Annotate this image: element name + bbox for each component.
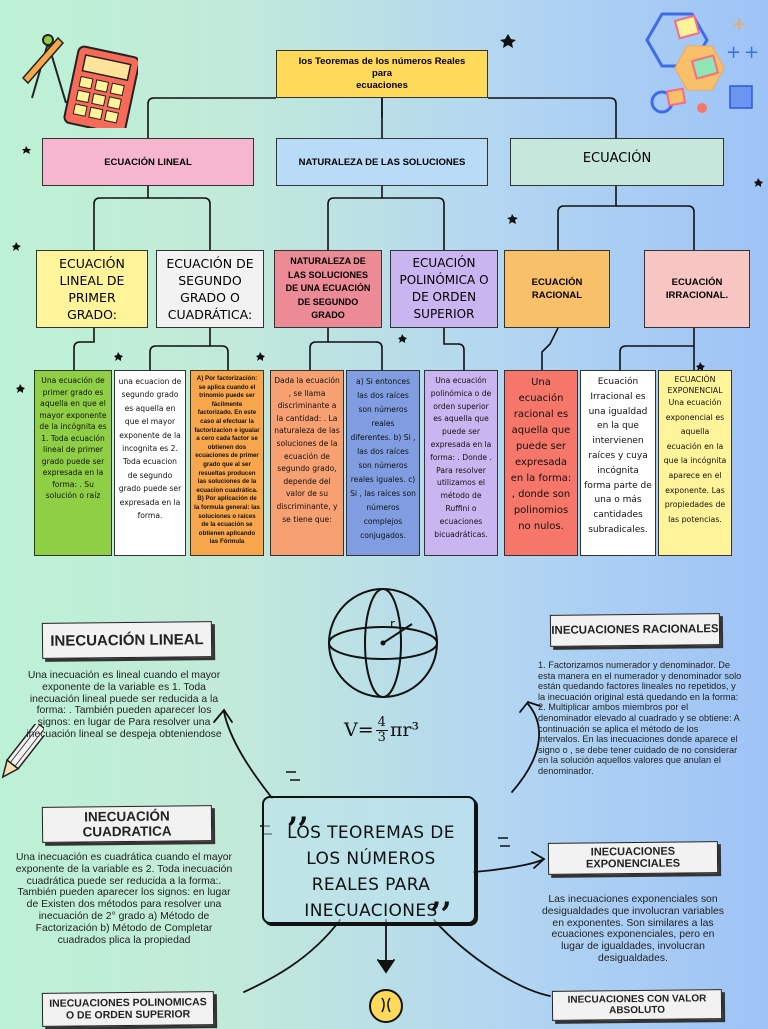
text-inecuaciones-racionales-body: 1. Factorizamos numerador y denominador.… xyxy=(538,660,742,776)
title-inecuaciones-polinomicas-label: INECUACIONES POLINOMICAS O DE ORDEN SUPE… xyxy=(49,996,207,1022)
title-inecuacion-lineal-label: INECUACIÓN LINEAL xyxy=(50,630,204,650)
node-naturaleza-soluciones: NATURALEZA DE LAS SOLUCIONES xyxy=(276,138,488,186)
node-segundo-grado-label: ECUACIÓN DE SEGUNDO GRADO O CUADRÁTICA: xyxy=(166,256,254,322)
title-inecuaciones-exponenciales: INECUACIONES EXPONENCIALES xyxy=(547,841,719,875)
leaf-irracional: Ecuación Irracional es una igualdad en l… xyxy=(580,370,656,556)
node-irracional: ECUACIÓN IRRACIONAL. xyxy=(644,250,750,328)
leaf-racional: Una ecuación racional es aquella que pue… xyxy=(504,370,578,556)
node-naturaleza-segundo-grado: NATURALEZA DE LAS SOLUCIONES DE UNA ECUA… xyxy=(274,250,382,328)
leaf-primer-grado-text: Una ecuación de primer grado es aquella … xyxy=(39,376,107,500)
title-inecuaciones-valor-absoluto: INECUACIONES CON VALOR ABSOLUTO xyxy=(551,989,723,1021)
leaf-discriminante-text: Dada la ecuación , se llama discriminant… xyxy=(274,376,340,524)
lightbulb-icon xyxy=(366,986,406,1024)
center-title-box: LOS TEOREMAS DE LOS NÚMEROS REALES PARA … xyxy=(262,794,476,924)
node-ecuacion-lineal-label: ECUACIÓN LINEAL xyxy=(104,156,192,168)
calculator-icon xyxy=(18,18,141,135)
leaf-polinomica: Una ecuación polinómica o de orden super… xyxy=(424,370,498,556)
text-inecuaciones-exponenciales: Las inecuaciones exponenciales son desig… xyxy=(540,894,726,965)
close-quote-icon: ,, xyxy=(431,879,452,914)
text-inecuacion-cuadratica: Una inecuación es cuadrática cuando el m… xyxy=(12,852,236,946)
leaf-exponencial: ECUACIÓN EXPONENCIAL Una ecuación expone… xyxy=(658,370,732,556)
formula-numerator: 4 xyxy=(375,714,388,731)
text-inecuaciones-exponenciales-body: Las inecuaciones exponenciales son desig… xyxy=(542,894,724,964)
svg-text:+: + xyxy=(732,14,747,35)
leaf-irracional-text: Ecuación Irracional es una igualdad en l… xyxy=(584,377,652,535)
volume-formula: V= 4 3 πr³ xyxy=(344,708,444,752)
leaf-factorizacion-text: A) Por factorización: se aplica cuando e… xyxy=(194,375,260,546)
pencil-icon xyxy=(0,721,49,784)
node-lineal-primer-grado: ECUACIÓN LINEAL DE PRIMER GRADO: xyxy=(36,250,148,328)
node-polinomica-label: ECUACIÓN POLINÓMICA O DE ORDEN SUPERIOR xyxy=(399,256,489,321)
svg-text:+: + xyxy=(744,42,759,63)
open-quote-icon: ,, xyxy=(288,794,309,829)
leaf-primer-grado: Una ecuación de primer grado es aquella … xyxy=(34,370,112,556)
sphere-illustration: r xyxy=(322,584,444,702)
formula-denominator: 3 xyxy=(377,729,386,745)
root-title-line-2: para xyxy=(371,68,393,79)
leaf-raices-text: a) Si entonces las dos raíces son número… xyxy=(350,377,416,540)
node-naturaleza-soluciones-label: NATURALEZA DE LAS SOLUCIONES xyxy=(298,156,466,168)
formula-left: V= xyxy=(344,719,374,741)
svg-text:+: + xyxy=(726,42,741,63)
title-inecuaciones-valor-absoluto-label: INECUACIONES CON VALOR ABSOLUTO xyxy=(567,993,707,1017)
leaf-polinomica-text: Una ecuación polinómica o de orden super… xyxy=(430,376,492,539)
leaf-segundo-grado: una ecuacion de segundo grado es aquella… xyxy=(114,370,186,556)
node-ecuacion-lineal: ECUACIÓN LINEAL xyxy=(42,138,254,186)
leaf-exponencial-title: ECUACIÓN EXPONENCIAL xyxy=(667,375,723,395)
text-inecuacion-lineal-body: Una inecuación es lineal cuando el mayor… xyxy=(26,670,222,740)
leaf-discriminante: Dada la ecuación , se llama discriminant… xyxy=(270,370,344,556)
sphere-radius-label: r xyxy=(390,617,395,631)
node-racional: ECUACIÓN RACIONAL xyxy=(504,250,610,328)
node-segundo-grado: ECUACIÓN DE SEGUNDO GRADO O CUADRÁTICA: xyxy=(156,250,264,328)
shapes-decoration-icon: + + + xyxy=(632,6,762,136)
node-irracional-label: ECUACIÓN IRRACIONAL. xyxy=(665,277,729,301)
leaf-factorizacion: A) Por factorización: se aplica cuando e… xyxy=(190,370,264,556)
leaf-racional-text: Una ecuación racional es aquella que pue… xyxy=(510,377,572,532)
leaf-raices: a) Si entonces las dos raíces son número… xyxy=(346,370,420,556)
title-inecuaciones-racionales-label: INECUACIONES RACIONALES xyxy=(551,623,719,637)
title-inecuacion-lineal: INECUACIÓN LINEAL xyxy=(41,621,213,659)
node-racional-label: ECUACIÓN RACIONAL xyxy=(531,277,583,301)
text-inecuaciones-racionales: 1. Factorizamos numerador y denominador.… xyxy=(538,660,742,777)
node-naturaleza-segundo-grado-label: NATURALEZA DE LAS SOLUCIONES DE UNA ECUA… xyxy=(285,256,371,321)
text-inecuacion-cuadratica-body: Una inecuación es cuadrática cuando el m… xyxy=(15,852,233,946)
title-inecuacion-cuadratica-label: INECUACIÓN CUADRATICA xyxy=(82,808,172,840)
title-inecuaciones-polinomicas: INECUACIONES POLINOMICAS O DE ORDEN SUPE… xyxy=(41,991,215,1027)
node-ecuacion: ECUACIÓN xyxy=(510,138,724,186)
root-title-line-3: ecuaciones xyxy=(356,80,408,91)
node-ecuacion-label: ECUACIÓN xyxy=(582,150,652,166)
root-title-box: los Teoremas de los números Reales para … xyxy=(276,50,488,98)
title-inecuacion-cuadratica: INECUACIÓN CUADRATICA xyxy=(41,805,213,843)
node-polinomica: ECUACIÓN POLINÓMICA O DE ORDEN SUPERIOR xyxy=(390,250,498,328)
title-inecuaciones-exponenciales-label: INECUACIONES EXPONENCIALES xyxy=(585,845,681,871)
root-title-line-1: los Teoremas de los números Reales xyxy=(298,56,466,67)
formula-right: πr³ xyxy=(389,719,420,741)
center-title: LOS TEOREMAS DE LOS NÚMEROS REALES PARA … xyxy=(287,823,455,921)
leaf-segundo-grado-text: una ecuacion de segundo grado es aquella… xyxy=(118,377,182,521)
text-inecuacion-lineal: Una inecuación es lineal cuando el mayor… xyxy=(26,670,222,741)
leaf-exponencial-text: Una ecuación exponencial es aquella ecua… xyxy=(663,398,727,524)
title-inecuaciones-racionales: INECUACIONES RACIONALES xyxy=(549,613,721,647)
node-lineal-primer-grado-label: ECUACIÓN LINEAL DE PRIMER GRADO: xyxy=(59,256,125,322)
